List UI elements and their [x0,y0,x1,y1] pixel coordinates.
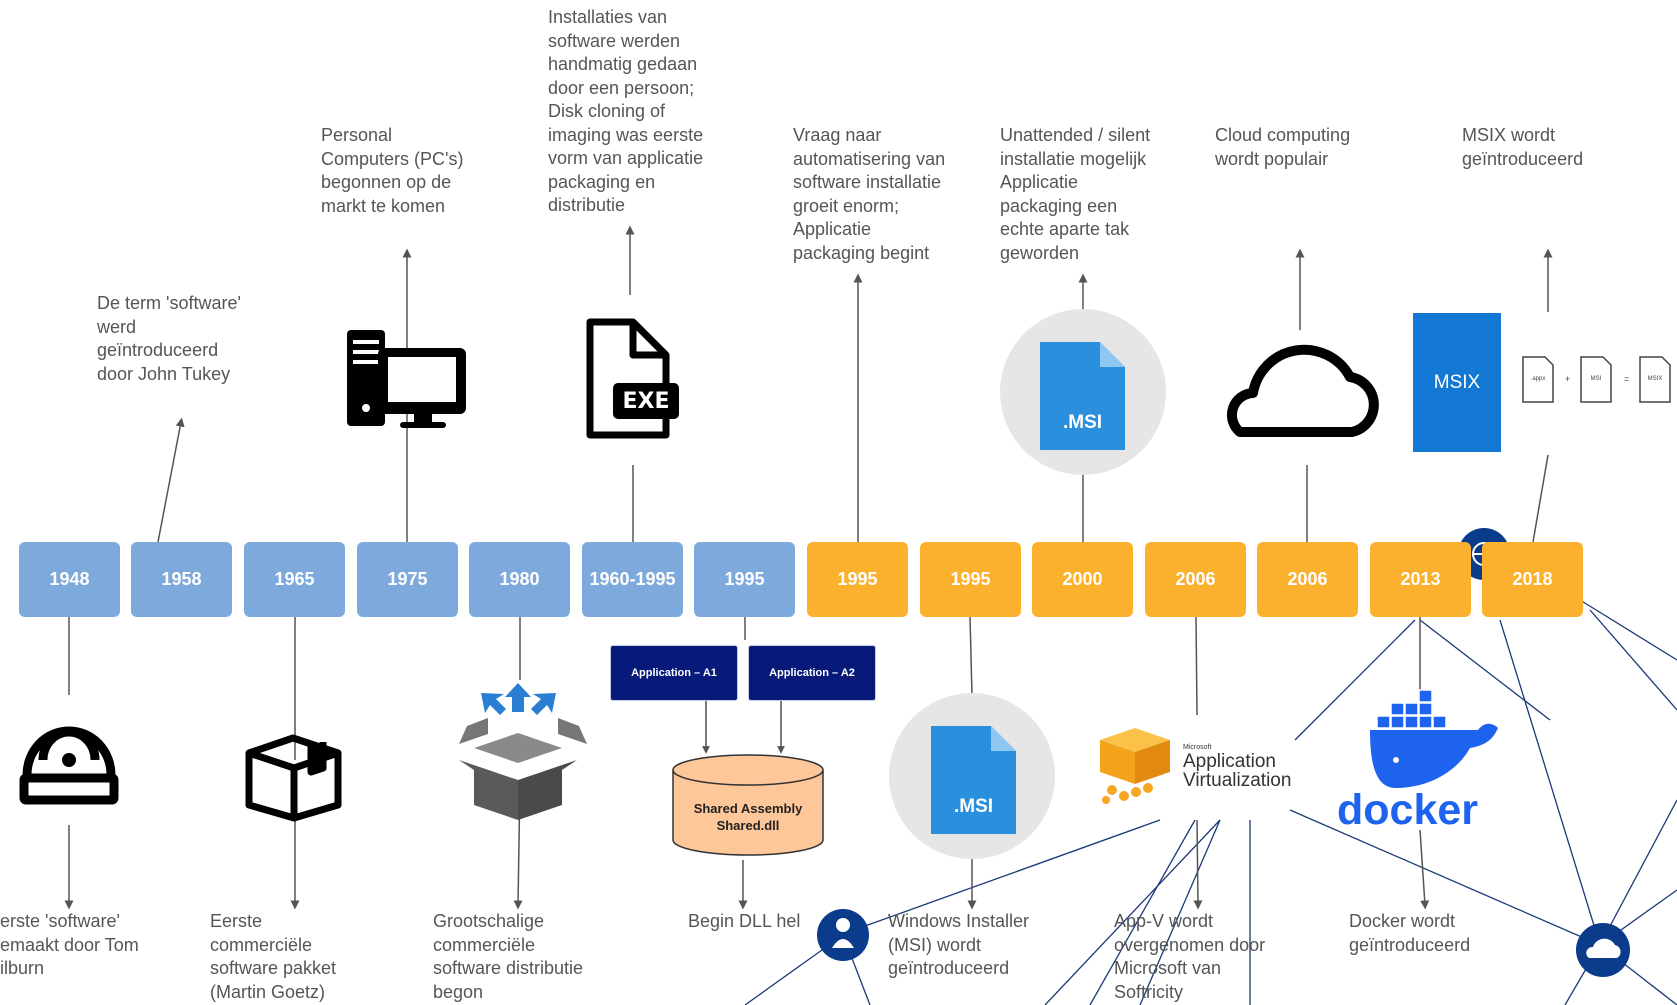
msi-label-1995: .MSI [953,796,994,817]
msi-file-icon-2000 [1000,309,1166,475]
cloud-icon [1226,344,1379,437]
app-a1-box: Application – A1 [610,645,738,701]
year-box-1948: 1948 [19,542,120,617]
msix-op-equals: = [1624,374,1630,384]
msi-label-2000: .MSI [1062,412,1103,433]
bottom-text-1995b: Windows Installer (MSI) wordt geïntroduc… [888,911,1030,978]
year-box-1995-b: 1995 [807,542,908,617]
top-text-2006: Cloud computing wordt populair [1215,125,1351,169]
year-box-1995-a: 1995 [694,542,795,617]
exe-file-icon [586,318,679,439]
bottom-text-1980: Grootschalige commerciële software distr… [433,911,584,1002]
dll-arrows [702,699,785,754]
appv-title: Application Virtualization [1183,752,1291,790]
top-text-1958: De term 'software' werd geïntroduceerd d… [97,293,241,384]
top-text-1995: Vraag naar automatisering van software i… [793,125,946,263]
year-box-2018: 2018 [1482,542,1583,617]
msix-file-strip [1522,356,1671,403]
top-connectors [157,225,1553,543]
docker-whale-icon [1370,689,1498,788]
msix-file-appx: .appx [1530,376,1546,382]
appv-title-line2: Virtualization [1183,770,1292,791]
top-text-2000: Unattended / silent installatie mogelijk… [1000,125,1151,263]
year-box-1975: 1975 [357,542,458,617]
open-box-icon [459,683,587,820]
msix-file-msi: MSI [1590,376,1602,382]
top-text-2018: MSIX wordt geïntroduceerd [1462,125,1584,169]
network-lines [744,599,1677,1005]
app-v-logo-icon [1100,728,1170,804]
top-text-1975: Personal Computers (PC's) begonnen op de… [321,125,464,216]
appv-title-line1: Application [1183,751,1276,772]
year-box-2000: 2000 [1032,542,1133,617]
year-box-1958: 1958 [131,542,232,617]
year-box-2006-a: 2006 [1145,542,1246,617]
msix-op-plus: + [1565,374,1571,384]
app-a2-box: Application – A2 [748,645,876,701]
bottom-text-1995: Begin DLL hel [688,911,801,931]
user-node-icon [817,909,869,961]
bottom-text-2013: Docker wordt geïntroduceerd [1349,911,1471,955]
year-box-1995-c: 1995 [920,542,1021,617]
appv-microsoft-label: Microsoft [1183,744,1212,751]
year-box-1965: 1965 [244,542,345,617]
dome-icon [19,726,119,805]
shared-assembly-label: Shared Assembly Shared.dll [673,800,823,834]
msi-file-icon-1995 [889,693,1055,859]
shared-dll-cylinder [672,754,824,856]
year-box-2006-b: 2006 [1257,542,1358,617]
bottom-text-1948: erste 'software' emaakt door Tom ilburn [0,911,139,978]
exe-label: EXE [622,388,670,414]
package-box-icon [245,734,342,822]
year-box-2013: 2013 [1370,542,1471,617]
bottom-text-1965: Eerste commerciële software pakket (Mart… [210,911,337,1002]
year-box-1980: 1980 [469,542,570,617]
cloud-node-icon [1576,923,1630,977]
bottom-text-2006: App-V wordt overgenomen door Microsoft v… [1114,911,1266,1002]
msix-tile: MSIX [1413,313,1501,452]
year-box-1960-1995: 1960-1995 [582,542,683,617]
msix-file-msix: MSIX [1647,376,1663,382]
shared-assembly-line1: Shared Assembly [693,801,803,816]
personal-computer-icon [347,330,466,428]
shared-assembly-line2: Shared.dll [716,818,780,833]
docker-wordmark: docker [1337,786,1479,834]
top-text-1960-1995: Installaties van software werden handmat… [548,7,704,215]
